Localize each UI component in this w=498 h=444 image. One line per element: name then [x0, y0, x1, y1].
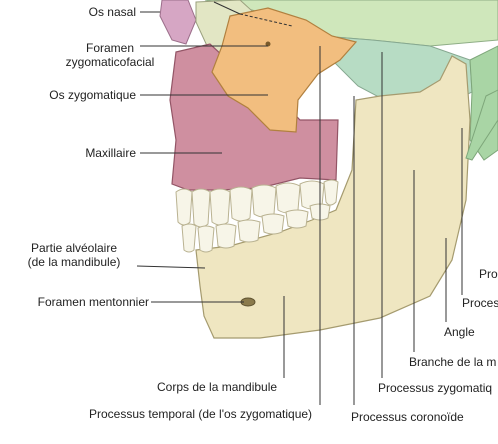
leader-lines [136, 1, 463, 405]
label-corps-mandibule: Corps de la mandibule [157, 380, 278, 394]
zygomatic-bone [211, 7, 358, 133]
label-processus-temporal: Processus temporal (de l'os zygomatique) [89, 407, 313, 421]
zygomaticofacial-foramen [265, 41, 271, 47]
styloid-process [465, 89, 498, 161]
label-processus-zygomatique: Processus zygomatiq [378, 381, 493, 395]
label-proces: Proces [462, 296, 498, 310]
label-pro: Pro [479, 267, 498, 281]
label-angle: Angle [444, 325, 475, 339]
upper-teeth [175, 179, 339, 228]
label-os-zygomatique: Os zygomatique [49, 88, 136, 102]
label-partie-alveolaire: Partie alvéolaire (de la mandibule) [27, 241, 121, 269]
label-maxillaire: Maxillaire [85, 146, 136, 160]
label-os-nasal: Os nasal [88, 5, 136, 19]
label-foramen-mentonnier: Foramen mentonnier [37, 295, 149, 309]
label-branche-mandibule: Branche de la m [409, 355, 497, 369]
lower-teeth [181, 203, 331, 253]
label-processus-coronoide: Processus coronoïde [351, 410, 464, 424]
label-foramen-zygomaticofacial: Foramen zygomaticofacial [65, 41, 155, 69]
nasal-bone [159, 0, 197, 45]
